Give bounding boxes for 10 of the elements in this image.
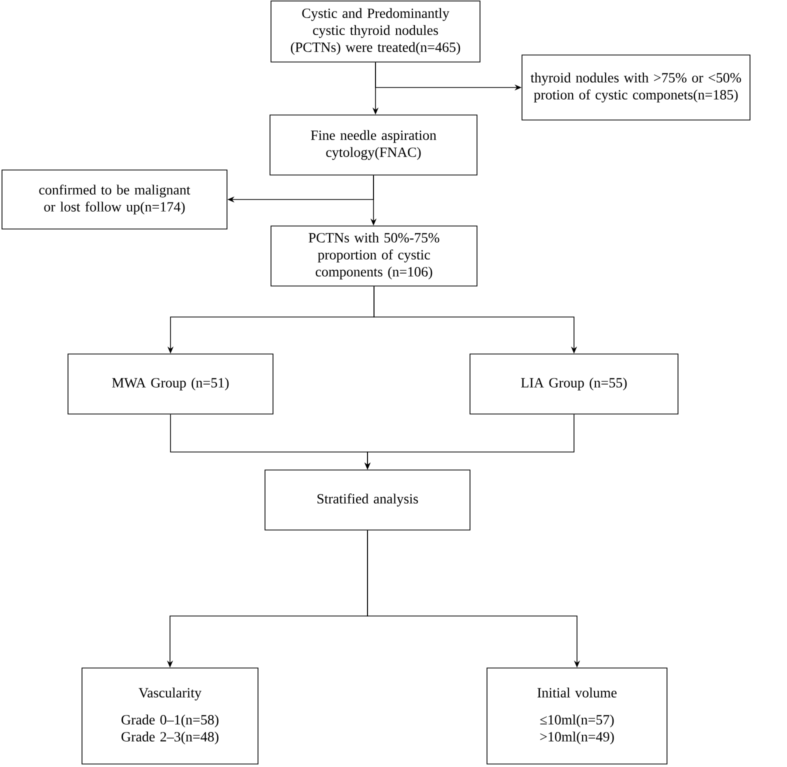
flow-box: confirmed to be malignant or lost follow up(n=174) <box>2 170 228 230</box>
flow-box: MWA Group (n=51) <box>68 354 274 414</box>
flow-box: Fine needle aspiration cytology(FNAC) <box>270 114 478 176</box>
flow-box: thyroid nodules with >75% or <50% protion of cystic componets(n=185) <box>522 54 750 120</box>
flow-box: PCTNs with 50%-75% proportion of cystic components (n=106) <box>270 226 478 286</box>
flow-box: Stratified analysis <box>264 470 470 530</box>
flow-box: Vascularity Grade 0–1(n=58) Grade 2–3(n=48) <box>82 668 258 764</box>
flow-box: Initial volume ≤10ml(n=57) >10ml(n=49) <box>486 668 668 764</box>
flow-box: LIA Group (n=55) <box>470 354 678 414</box>
flow-box: Cystic and Predominantly cystic thyroid nodules (PCTNs) were treated(n=465) <box>270 0 480 62</box>
